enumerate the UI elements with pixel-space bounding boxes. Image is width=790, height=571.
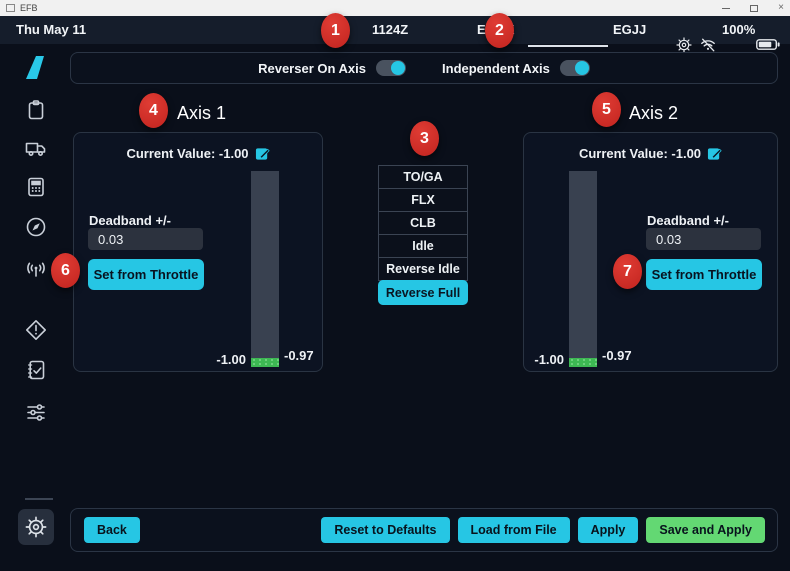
axis2-bar-green-fill <box>569 358 597 367</box>
os-titlebar: EFB × <box>0 0 790 16</box>
annotation-badge-1: 1 <box>321 13 350 48</box>
battery-percent: 100% <box>722 22 756 37</box>
annotation-badge-3: 3 <box>410 121 439 156</box>
annotation-badge-4: 4 <box>139 93 168 128</box>
toggle-knob <box>391 61 406 75</box>
edit-pencil-icon[interactable] <box>707 146 722 161</box>
minimize-button[interactable] <box>722 7 731 9</box>
detent-reverse-idle[interactable]: Reverse Idle <box>378 257 468 281</box>
toggle-knob <box>574 61 589 75</box>
detent-clb[interactable]: CLB <box>378 211 468 235</box>
axis2-current-value: Current Value: -1.00 <box>578 146 702 161</box>
reverser-on-axis-toggle[interactable] <box>376 60 407 76</box>
axis-options-toolbar: Reverser On Axis Independent Axis <box>70 52 778 84</box>
axis2-deadband-input[interactable] <box>646 228 761 250</box>
load-from-file-button[interactable]: Load from File <box>457 517 570 543</box>
axis2-value-bar <box>569 171 597 367</box>
annotation-badge-2: 2 <box>485 13 514 48</box>
close-button[interactable]: × <box>778 2 784 13</box>
axis2-title: Axis 2 <box>629 103 679 123</box>
footer-action-bar: Back Reset to Defaults Load from File Ap… <box>70 508 778 552</box>
axis1-bar-green-fill <box>251 358 279 367</box>
edit-pencil-icon[interactable] <box>255 146 270 161</box>
wifi-off-icon <box>701 38 715 52</box>
detent-idle[interactable]: Idle <box>378 234 468 258</box>
detent-reverse-full-selected[interactable]: Reverse Full <box>378 280 468 305</box>
airline-logo-icon <box>26 56 44 79</box>
window-title: EFB <box>20 3 38 13</box>
sidebar-item-flightplan[interactable] <box>24 98 48 122</box>
maximize-button[interactable] <box>750 4 759 12</box>
sidebar-divider <box>25 498 53 500</box>
axis1-bar-value-label: -0.97 <box>284 348 314 363</box>
axis1-title: Axis 1 <box>177 103 227 123</box>
annotation-badge-5: 5 <box>592 92 621 127</box>
status-time-zulu: 1124Z <box>372 22 409 37</box>
axis2-set-from-throttle-button[interactable]: Set from Throttle <box>646 259 762 290</box>
axis1-bar-min-label: -1.00 <box>216 352 246 367</box>
status-date: Thu May 11 <box>16 22 87 37</box>
detent-toga[interactable]: TO/GA <box>378 165 468 189</box>
status-bar: Thu May 11 1124Z EGKK EGJJ 100% <box>0 16 790 53</box>
reset-to-defaults-button[interactable]: Reset to Defaults <box>321 517 450 543</box>
sidebar-item-warnings[interactable] <box>24 318 48 342</box>
route-progress-line <box>528 45 608 47</box>
axis1-value-bar <box>251 171 279 367</box>
detent-flx[interactable]: FLX <box>378 188 468 212</box>
axis2-bar-min-label: -1.00 <box>534 352 564 367</box>
sidebar-item-settings-active[interactable] <box>18 509 54 545</box>
axis1-set-from-throttle-button[interactable]: Set from Throttle <box>88 259 204 290</box>
reverser-on-axis-label: Reverser On Axis <box>258 60 367 76</box>
independent-axis-label: Independent Axis <box>442 60 550 76</box>
axis2-panel: Current Value: -1.00 -1.00 -0.97 Deadban… <box>523 132 778 372</box>
axis1-current-value: Current Value: -1.00 <box>126 146 249 161</box>
sidebar-item-checklist[interactable] <box>24 358 48 382</box>
back-button[interactable]: Back <box>84 517 140 543</box>
sidebar-item-ground-services[interactable] <box>24 136 48 160</box>
annotation-badge-6: 6 <box>51 253 80 288</box>
independent-axis-toggle[interactable] <box>559 60 590 76</box>
axis1-panel: Current Value: -1.00 -1.00 -0.97 Deadban… <box>73 132 323 372</box>
sidebar-item-settings-sliders[interactable] <box>24 400 48 424</box>
sidebar-item-compass[interactable] <box>24 215 48 239</box>
axis1-deadband-label: Deadband +/- <box>89 213 171 228</box>
app-window-icon <box>6 4 15 12</box>
annotation-badge-7: 7 <box>613 254 642 289</box>
gear-icon <box>25 516 47 538</box>
axis1-deadband-input[interactable] <box>88 228 203 250</box>
axis2-deadband-label: Deadband +/- <box>647 213 729 228</box>
save-and-apply-button[interactable]: Save and Apply <box>646 517 765 543</box>
settings-gear-icon[interactable] <box>676 37 692 53</box>
axis2-bar-value-label: -0.97 <box>602 348 632 363</box>
battery-icon <box>756 39 780 50</box>
route-destination: EGJJ <box>613 22 647 37</box>
apply-button[interactable]: Apply <box>577 517 639 543</box>
detent-list: TO/GA FLX CLB Idle Reverse Idle Reverse … <box>378 165 468 305</box>
sidebar-item-broadcast-antenna[interactable] <box>24 255 48 279</box>
sidebar-item-calculator[interactable] <box>24 175 48 199</box>
